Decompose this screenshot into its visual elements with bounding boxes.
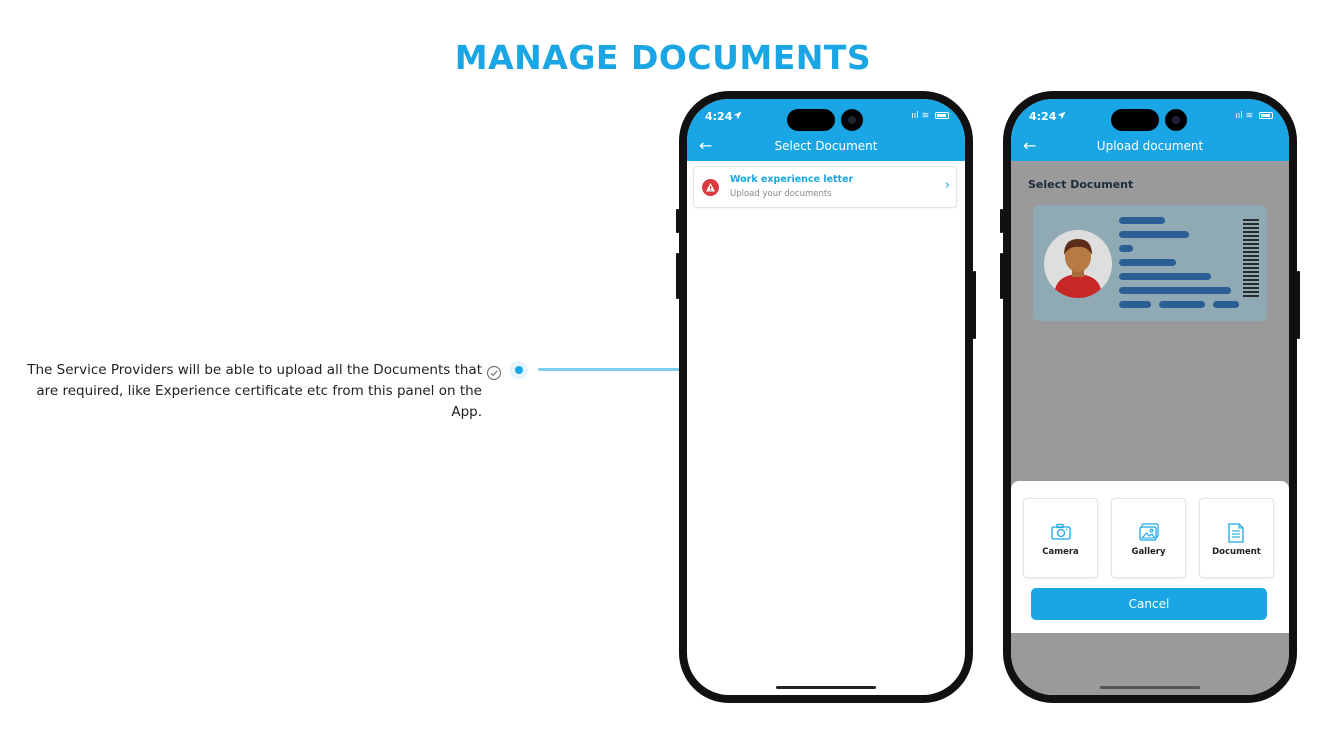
phone-upload-document: 4:24 ııl ≋ ← Upload document Select Docu… — [1000, 91, 1300, 703]
phone-volume-button — [1000, 253, 1003, 299]
chevron-right-icon: › — [944, 178, 950, 193]
id-line — [1119, 259, 1176, 266]
phone-power-button — [1297, 271, 1300, 339]
wifi-icon: ≋ — [1245, 111, 1254, 121]
app-header: ← Upload document — [1011, 133, 1289, 161]
signal-icon: ııl — [1235, 111, 1243, 121]
location-arrow-icon — [733, 111, 742, 120]
status-time: 4:24 — [1029, 110, 1057, 123]
dynamic-island — [787, 109, 835, 131]
document-option-button[interactable]: Document — [1199, 498, 1274, 578]
page-title: MANAGE DOCUMENTS — [454, 38, 872, 77]
upload-options-sheet: Camera Gallery — [1011, 481, 1289, 633]
id-line — [1119, 273, 1211, 280]
camera-icon — [1051, 523, 1071, 540]
header-title: Select Document — [774, 139, 878, 153]
camera-option-button[interactable]: Camera — [1023, 498, 1098, 578]
phone-power-button — [973, 271, 976, 339]
front-camera — [1165, 109, 1187, 131]
header-title: Upload document — [1096, 139, 1204, 153]
status-time: 4:24 — [705, 110, 733, 123]
location-arrow-icon — [1057, 111, 1066, 120]
document-subtitle: Upload your documents — [730, 189, 832, 199]
document-title: Work experience letter — [730, 174, 854, 185]
home-indicator — [776, 686, 876, 689]
app-header: ← Select Document — [687, 133, 965, 161]
barcode — [1243, 219, 1259, 299]
gallery-icon — [1139, 523, 1159, 541]
cancel-button[interactable]: Cancel — [1031, 588, 1267, 620]
document-option-label: Document — [1212, 547, 1261, 557]
front-camera — [841, 109, 863, 131]
check-circle-icon — [486, 365, 502, 381]
phone-screen: 4:24 ııl ≋ ← Select Document — [687, 99, 965, 695]
id-line — [1119, 245, 1133, 252]
section-label: Select Document — [1028, 178, 1134, 191]
signal-icon: ııl — [911, 111, 919, 121]
document-item-work-experience[interactable]: Work experience letter Upload your docum… — [693, 166, 957, 208]
status-bar: 4:24 ııl ≋ — [687, 99, 965, 133]
battery-icon — [1259, 112, 1273, 119]
callout-connector-line — [538, 368, 680, 371]
document-icon — [1228, 523, 1244, 543]
back-arrow-icon[interactable]: ← — [1023, 136, 1037, 155]
dynamic-island — [1111, 109, 1159, 131]
phone-mute-button — [1000, 209, 1003, 233]
id-line — [1119, 217, 1165, 224]
battery-icon — [935, 112, 949, 119]
gallery-option-button[interactable]: Gallery — [1111, 498, 1186, 578]
phone-screen: 4:24 ııl ≋ ← Upload document Select Docu… — [1011, 99, 1289, 695]
id-line — [1159, 301, 1205, 308]
id-line — [1119, 301, 1151, 308]
back-arrow-icon[interactable]: ← — [699, 136, 713, 155]
camera-option-label: Camera — [1042, 547, 1079, 557]
warning-icon — [702, 179, 719, 196]
avatar-icon — [1044, 230, 1112, 298]
status-icons: ııl ≋ — [911, 111, 949, 121]
phone-select-document: 4:24 ııl ≋ ← Select Document — [676, 91, 976, 703]
gallery-option-label: Gallery — [1131, 547, 1166, 557]
id-card-illustration — [1033, 205, 1267, 321]
home-indicator — [1100, 686, 1200, 689]
id-line — [1213, 301, 1239, 308]
status-icons: ııl ≋ — [1235, 111, 1273, 121]
status-bar: 4:24 ııl ≋ — [1011, 99, 1289, 133]
id-line — [1119, 287, 1231, 294]
callout-marker — [510, 361, 528, 379]
phone-volume-button — [676, 253, 679, 299]
id-line — [1119, 231, 1189, 238]
wifi-icon: ≋ — [921, 111, 930, 121]
phone-mute-button — [676, 209, 679, 233]
feature-description: The Service Providers will be able to up… — [27, 362, 482, 420]
